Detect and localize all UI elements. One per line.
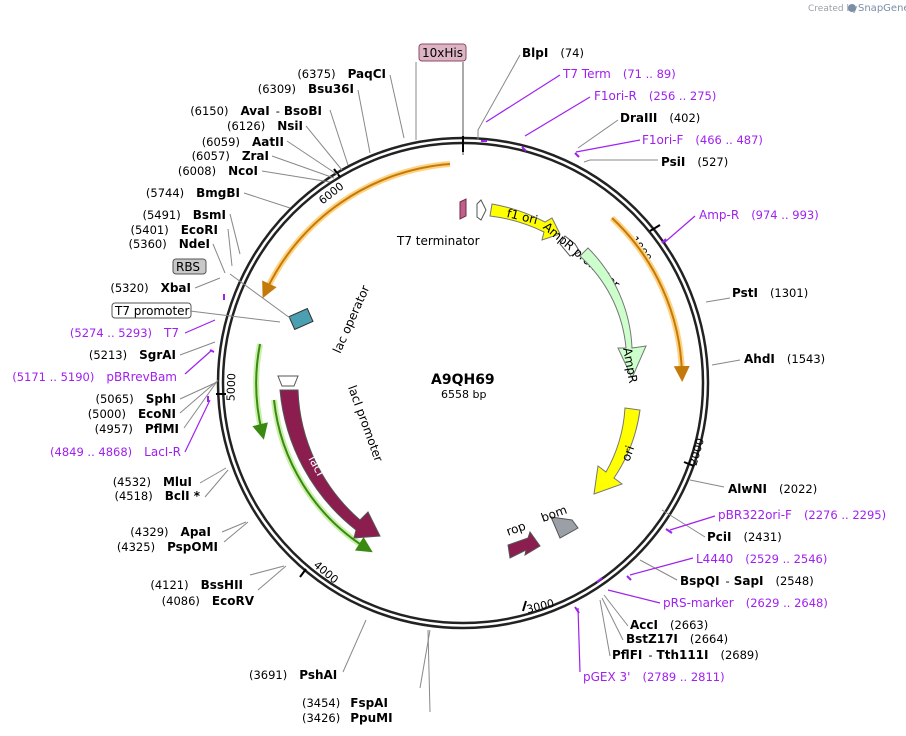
enzyme-draiii: DraIII(402) — [620, 111, 700, 125]
enzyme-pflmi: (4957)PflMI — [95, 422, 179, 436]
rop-label: rop — [504, 519, 527, 539]
enzyme-bsu36i: (6309)Bsu36I — [258, 82, 354, 96]
lac-operator-label: lac operator — [330, 283, 372, 355]
orange-arc-left — [262, 163, 451, 299]
t7-terminator-label: T7 terminator — [396, 234, 480, 248]
laci-promoter-feature — [277, 375, 299, 387]
green-arc-large — [273, 399, 373, 553]
green-arc-small — [252, 343, 268, 440]
primer-t7-term: T7 Term(71 .. 89) — [562, 67, 676, 81]
enzyme-bstz17i: BstZ17I(2664) — [626, 632, 728, 646]
his-tag-label: 10xHis — [422, 46, 463, 60]
enzyme-ndei: (5360)NdeI — [129, 237, 211, 251]
enzyme-avai-bsobi: (6150)AvaI-BsoBI — [190, 104, 322, 118]
enzyme-ppumi: (3426)PpuMI — [302, 711, 393, 725]
primer-f1ori-f: F1ori-F(466 .. 487) — [642, 133, 763, 147]
orange-arc-left-glow — [263, 161, 451, 293]
small-promoter-feature — [476, 199, 487, 221]
laci-feature — [279, 389, 381, 539]
enzyme-paqci: (6375)PaqCI — [297, 67, 386, 81]
enzyme-sgrai: (5213)SgrAI — [89, 348, 176, 362]
enzyme-pshai: (3691)PshAI — [249, 668, 337, 682]
rbs-label: RBS — [176, 260, 200, 274]
plasmid-length: 6558 bp — [441, 388, 486, 401]
enzyme-mlui: (4532)MluI — [113, 475, 192, 489]
primer-f1ori-r: F1ori-R(256 .. 275) — [594, 89, 716, 103]
enzyme-bsmi: (5491)BsmI — [142, 208, 226, 222]
enzyme-ncoi: (6008)NcoI — [178, 164, 258, 178]
enzyme-pspomi: (4325)PspOMI — [117, 540, 218, 554]
ampr-promoter-feature — [559, 235, 581, 257]
enzyme-alwni: AlwNI(2022) — [728, 482, 817, 496]
t7-promoter-box: T7 promoter — [111, 302, 192, 319]
primer-pbrrevbam: (5171 .. 5190)pBRrevBam — [12, 370, 177, 384]
laci-promoter-label: lacI promoter — [345, 383, 386, 463]
primer-marks — [207, 140, 673, 614]
tick-2000: 2000 — [687, 437, 707, 467]
t7-promoter-label: T7 promoter — [114, 304, 190, 318]
lac-operator-feature — [288, 307, 314, 331]
tick-5000: 5000 — [224, 373, 238, 401]
enzyme-bcli: (4518)BclI * — [114, 489, 200, 503]
orange-arc-right — [611, 217, 690, 382]
enzyme-acci: AccI(2663) — [630, 618, 708, 632]
enzyme-psti: PstI(1301) — [732, 286, 808, 300]
enzyme-sphi: (5065)SphI — [96, 392, 177, 406]
enzyme-leader-lines — [179, 54, 741, 713]
primer-t7: (5274 .. 5293)T7 — [70, 326, 179, 340]
f1-ori-label: f1 ori — [505, 206, 539, 227]
enzyme-bspqi-sapi: BspQI-SapI(2548) — [680, 574, 814, 588]
primer-l4440: L4440(2529 .. 2546) — [696, 552, 827, 566]
rop-feature — [507, 530, 541, 559]
enzyme-econi: (5000)EcoNI — [88, 407, 176, 421]
rbs-box: RBS — [172, 258, 207, 275]
enzyme-nsii: (6126)NsiI — [227, 119, 303, 133]
bom-feature — [550, 516, 579, 539]
enzyme-xbai: (5320)XbaI — [110, 281, 191, 295]
credit-prefix: Created by — [808, 4, 858, 14]
enzyme-blpi: BlpI(74) — [522, 46, 584, 60]
plasmid-name: A9QH69 — [431, 372, 495, 388]
t7-terminator-feature — [459, 198, 467, 220]
tick-3000: 3000 — [525, 597, 555, 616]
enzyme-zrai: (6057)ZraI — [192, 149, 269, 163]
ori-feature — [593, 407, 641, 495]
primer-leader-lines — [184, 74, 716, 673]
enzyme-psii: PsiI(527) — [661, 155, 728, 169]
his-tag-box: 10xHis — [418, 43, 467, 62]
f1-ori-feature — [489, 203, 561, 241]
snapgene-logo-icon — [848, 4, 856, 12]
primer-pgex3: pGEX 3'(2789 .. 2811) — [583, 670, 725, 684]
snapgene-credit: Created by SnapGene — [808, 3, 906, 14]
enzyme-bmgbi: (5744)BmgBI — [146, 186, 240, 200]
enzyme-bsshii: (4121)BssHII — [150, 578, 243, 592]
primer-laci-r: (4849 .. 4868)LacI-R — [50, 445, 181, 459]
primer-amp-r: Amp-R(974 .. 993) — [699, 208, 819, 222]
enzyme-ahdi: AhdI(1543) — [744, 352, 825, 366]
enzyme-ecorv: (4086)EcoRV — [162, 594, 255, 608]
primer-prs-marker: pRS-marker(2629 .. 2648) — [663, 596, 828, 610]
enzyme-aatii: (6059)AatII — [202, 135, 284, 149]
enzyme-pflfi-tth111i: PflFI-Tth111I(2689) — [612, 648, 759, 662]
credit-brand: SnapGene — [858, 3, 906, 14]
enzyme-apai: (4329)ApaI — [130, 525, 211, 539]
ori-label: ori — [619, 444, 637, 463]
primer-pbr322ori-f: pBR322ori-F(2276 .. 2295) — [718, 508, 886, 522]
ampr-feature — [579, 247, 647, 380]
enzyme-pcii: PciI(2431) — [707, 530, 782, 544]
enzyme-ecori: (5401)EcoRI — [130, 223, 218, 237]
ampr-label: AmpR — [620, 347, 640, 385]
enzyme-fspai: (3454)FspAI — [302, 696, 388, 710]
